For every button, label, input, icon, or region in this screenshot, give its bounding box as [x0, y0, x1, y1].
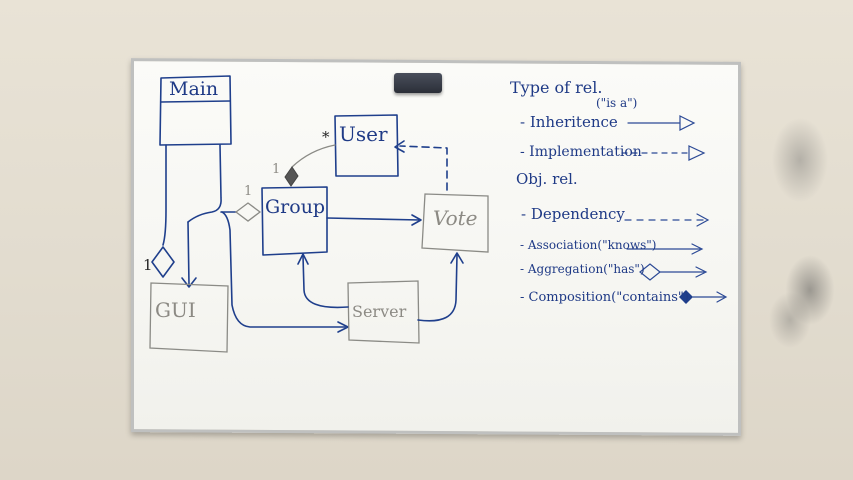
- association-arrowhead: [691, 243, 704, 255]
- main-label: Main: [169, 78, 219, 100]
- group-arrowhead: [297, 253, 309, 265]
- composition-diamond: [679, 290, 693, 304]
- inheritance-arrowhead: [679, 115, 696, 131]
- composition-arrowhead: [716, 291, 728, 303]
- gui-class-box: [149, 282, 229, 353]
- user-class-box: [334, 114, 399, 177]
- user-multiplicity: *: [322, 128, 330, 146]
- dependency-arrowhead: [696, 213, 710, 227]
- main-gui-composition-line: [162, 144, 167, 246]
- group-aggregation-diamond: [234, 202, 262, 222]
- aggregation-arrowhead: [695, 266, 708, 278]
- legend-aggregation: - Aggregation("has"): [520, 262, 645, 276]
- wall-smudge: [750, 60, 853, 360]
- group-top-multiplicity: 1: [272, 162, 281, 177]
- legend-implementation: - Implementation: [520, 144, 642, 160]
- implementation-arrowhead: [688, 145, 706, 161]
- group-label: Group: [265, 196, 326, 218]
- vote-label: Vote: [433, 206, 478, 230]
- legend-association: - Association("knows"): [520, 238, 657, 252]
- legend-composition: - Composition("contains"): [520, 290, 689, 305]
- vote-up-arrowhead: [450, 252, 464, 264]
- vote-arrowhead: [411, 214, 422, 226]
- obj-heading: Obj. rel.: [516, 170, 578, 188]
- gui-multiplicity: 1: [143, 256, 153, 274]
- gui-composition-diamond: [151, 246, 175, 278]
- user-label: User: [339, 122, 388, 146]
- whiteboard-eraser: [394, 73, 442, 93]
- server-label: Server: [352, 302, 407, 321]
- group-vote-association-line: [326, 217, 421, 221]
- group-user-line: [291, 144, 336, 168]
- gui-arrowhead: [181, 277, 197, 288]
- server-class-box: [347, 280, 420, 344]
- gui-arrow-line: [187, 221, 190, 286]
- legend-dependency: - Dependency: [521, 205, 625, 223]
- server-vote-line: [417, 254, 458, 322]
- vote-class-box: [421, 193, 489, 253]
- group-class-box: [261, 186, 328, 256]
- group-left-multiplicity: 1: [244, 184, 253, 199]
- main-gui-line: [187, 144, 222, 223]
- server-group-line: [302, 255, 349, 309]
- server-arrowhead: [337, 321, 349, 333]
- legend-inheritance: - Inheritence: [520, 113, 618, 131]
- legend-heading: Type of rel.: [510, 78, 603, 97]
- main-class-box: [159, 75, 232, 146]
- gui-label: GUI: [155, 298, 196, 322]
- user-composition-diamond: [284, 166, 299, 187]
- user-arrowhead: [394, 140, 405, 153]
- is-a-note: ("is a"): [596, 96, 638, 110]
- vote-user-dependency-line: [399, 145, 448, 191]
- main-server-association-line: [221, 211, 346, 328]
